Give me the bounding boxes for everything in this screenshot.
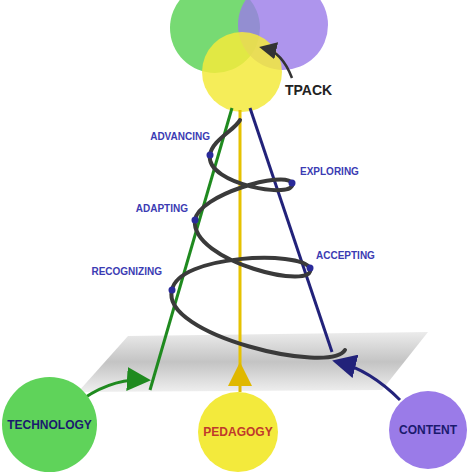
- content-arrow: [338, 362, 400, 400]
- stage-dot: [169, 287, 176, 294]
- stage-dot: [192, 217, 199, 224]
- pedagogy-arrow: [239, 368, 242, 392]
- pedagogy-node: PEDAGOGY: [198, 392, 278, 472]
- stage-label: ADAPTING: [136, 203, 188, 214]
- stage-label: ACCEPTING: [316, 250, 375, 261]
- tpack-leader: [264, 48, 292, 78]
- spiral: [171, 120, 345, 358]
- content-node: CONTENT: [389, 391, 467, 469]
- stage-dot: [207, 152, 214, 159]
- node-text: CONTENT: [399, 423, 457, 437]
- stage-label: EXPLORING: [300, 166, 359, 177]
- pedagogy-circle: [202, 32, 282, 112]
- base-plane: [78, 332, 428, 392]
- stage-label: ADVANCING: [150, 131, 210, 142]
- stage-dot: [307, 265, 314, 272]
- technology-line: [150, 108, 232, 390]
- technology-node: TECHNOLOGY: [2, 377, 97, 472]
- stage-label: RECOGNIZING: [91, 266, 162, 277]
- tpack-label: TPACK: [285, 82, 332, 98]
- node-text: TECHNOLOGY: [7, 418, 92, 432]
- node-text: PEDAGOGY: [203, 425, 272, 439]
- content-line: [250, 108, 332, 352]
- stage-dot: [289, 180, 296, 187]
